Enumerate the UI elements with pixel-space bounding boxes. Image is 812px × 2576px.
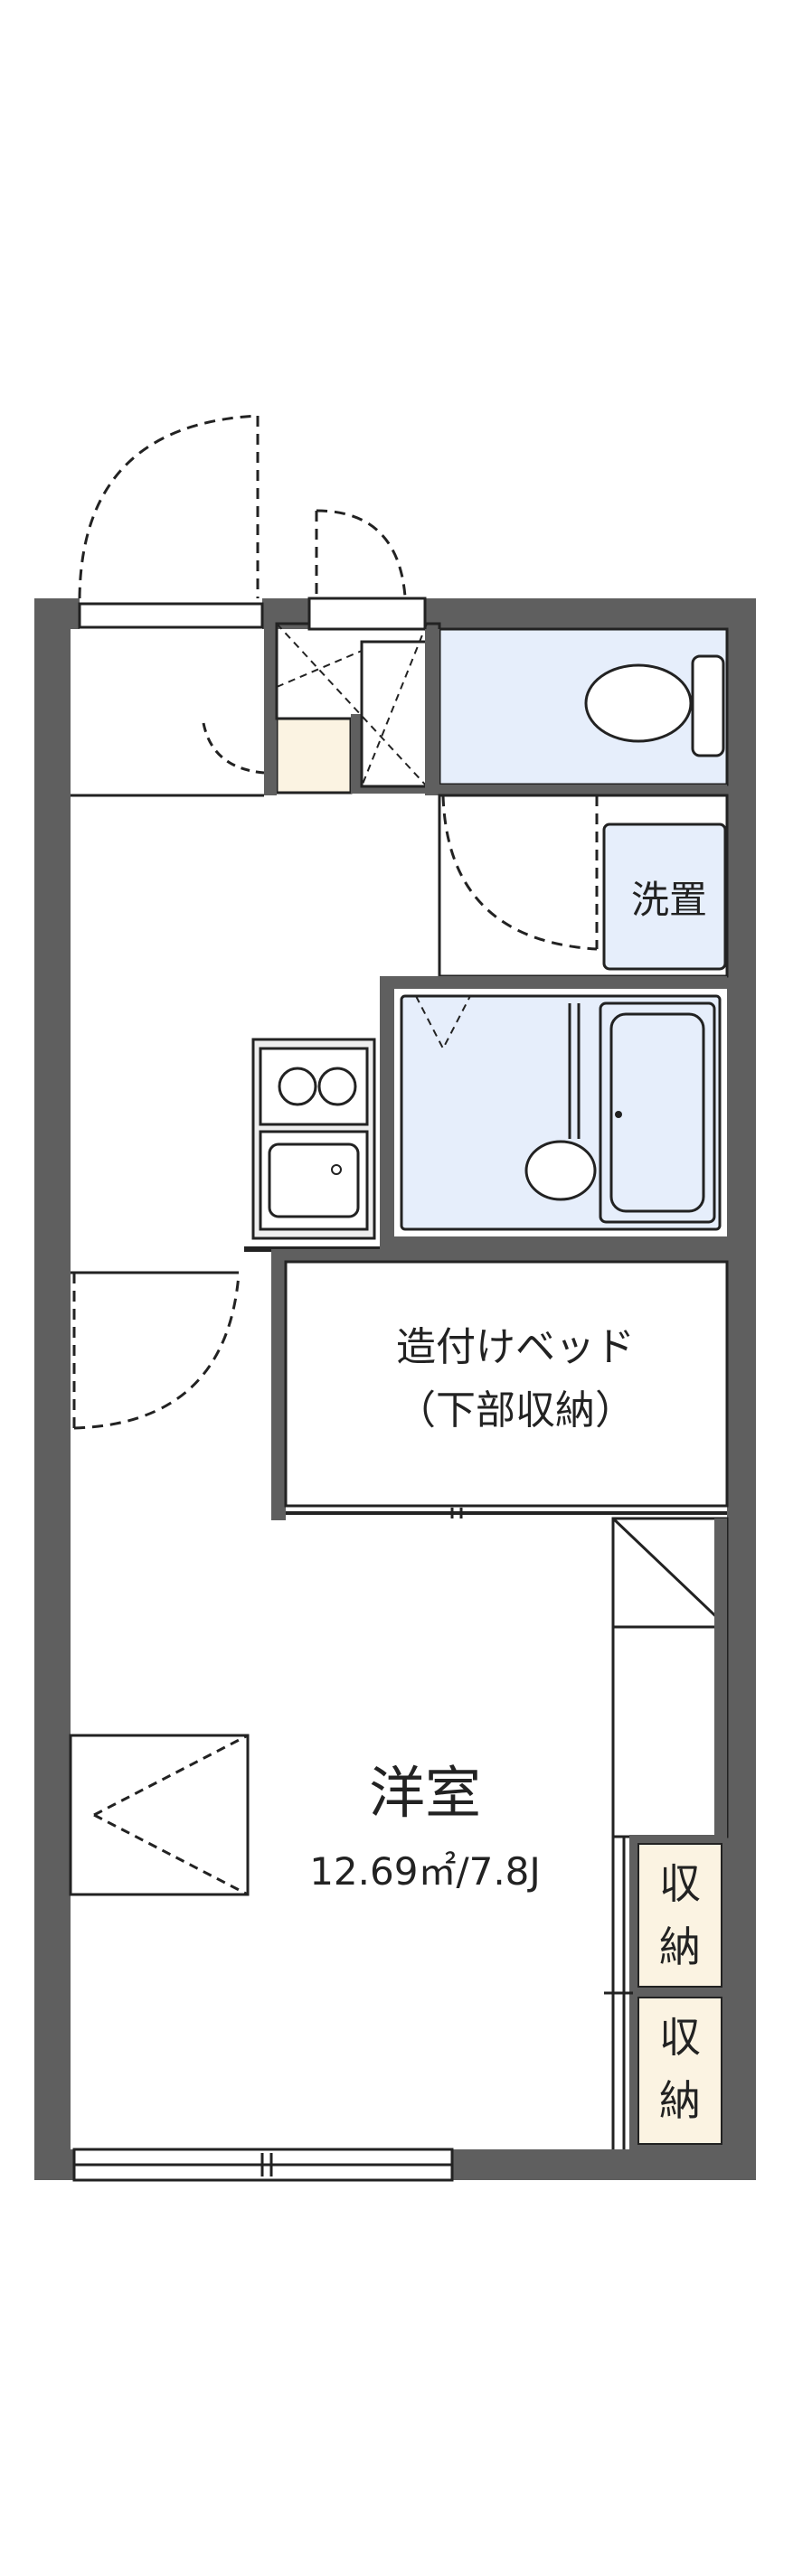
storage-top: 収 納 xyxy=(629,1835,727,1996)
entrance xyxy=(71,414,353,797)
stove-burner-left xyxy=(278,1067,317,1106)
corridor xyxy=(71,1271,241,1430)
bathtub xyxy=(599,1001,716,1224)
balcony-window xyxy=(72,2148,454,2182)
toilet-icon xyxy=(584,654,725,757)
bathroom xyxy=(380,976,727,1249)
storage-bottom-char2: 納 xyxy=(659,2076,701,2125)
outer-walls xyxy=(34,598,756,2180)
room-door-swing xyxy=(73,1274,241,1430)
bed-label-line1: 造付けベッド xyxy=(396,1324,635,1370)
storage-doors xyxy=(604,1837,633,2149)
storage-bottom: 収 納 xyxy=(629,1988,727,2149)
room-label: 洋室 12.69㎡/7.8J xyxy=(309,1760,541,1894)
shoe-cabinet xyxy=(275,717,353,794)
left-cabinet xyxy=(69,1734,250,1896)
storage-top-char2: 納 xyxy=(659,1923,701,1971)
stove-burner-right xyxy=(317,1067,357,1106)
room-area: 12.69㎡/7.8J xyxy=(309,1849,541,1894)
washing-machine-space xyxy=(602,823,727,971)
washroom-door-swing xyxy=(441,794,598,951)
storage-bottom-char1: 収 xyxy=(659,2013,701,2062)
storage-top-char1: 収 xyxy=(659,1859,701,1908)
washroom: 洗置 xyxy=(438,794,729,978)
entrance-door-swing xyxy=(78,414,259,599)
loft-ladder-area xyxy=(611,1517,729,1838)
room-name: 洋室 xyxy=(369,1760,481,1826)
toilet-room xyxy=(425,627,729,795)
bath-sink xyxy=(524,1140,597,1201)
bed-label-line2: （下部収納） xyxy=(396,1387,635,1434)
built-in-bed: 造付けベッド （下部収納） xyxy=(271,1249,729,1520)
washroom-label: 洗置 xyxy=(631,878,707,922)
inner-walls xyxy=(264,509,441,795)
kitchen xyxy=(244,1038,380,1252)
